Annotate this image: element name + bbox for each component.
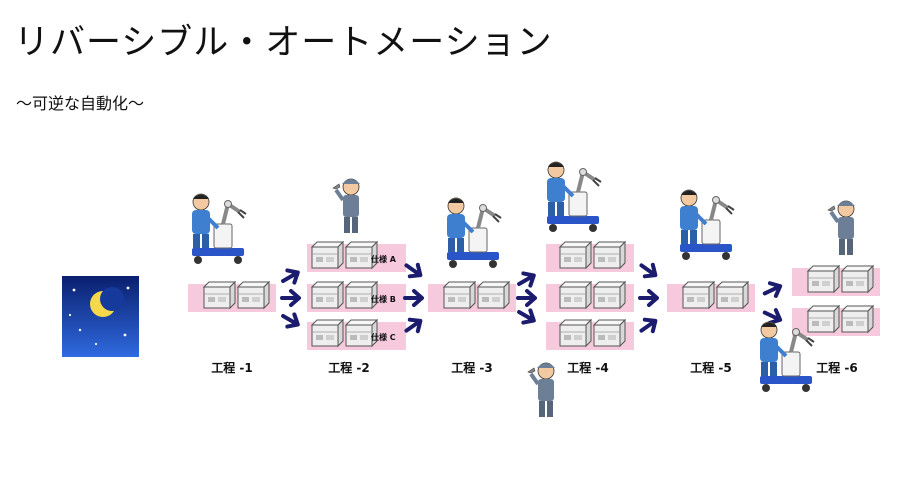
worker-with-wrench-icon bbox=[826, 199, 857, 257]
stage-label-6: 工程 -6 bbox=[816, 360, 858, 375]
arrow-icon bbox=[635, 313, 662, 339]
arrow-icon bbox=[638, 289, 659, 307]
arrow-icon bbox=[513, 267, 540, 293]
arrow-icon bbox=[277, 264, 304, 290]
arrow-icon bbox=[277, 307, 304, 333]
stage-label-3: 工程 -3 bbox=[451, 360, 493, 375]
arrow-icon bbox=[759, 277, 786, 302]
page-subtitle: 〜可逆な自動化〜 bbox=[16, 94, 145, 113]
variant-label-b: 仕様 B bbox=[370, 294, 396, 304]
arrow-icon bbox=[280, 289, 301, 307]
stage-label-1: 工程 -1 bbox=[211, 360, 253, 375]
stage-3 bbox=[428, 196, 516, 312]
arrow-icon bbox=[403, 289, 424, 307]
stage-6 bbox=[758, 199, 880, 394]
stage-5 bbox=[667, 188, 755, 312]
page-title: リバーシブル・オートメーション bbox=[14, 23, 553, 63]
robot-arm-worker-icon bbox=[190, 192, 248, 266]
robot-arm-worker-icon bbox=[445, 196, 503, 270]
night-sky-moon-icon bbox=[62, 276, 139, 357]
worker-with-wrench-icon bbox=[331, 177, 362, 235]
stage-1 bbox=[188, 192, 276, 312]
robot-arm-worker-icon bbox=[545, 160, 603, 234]
stage-2: 仕様 A 仕様 B 仕様 C bbox=[307, 177, 406, 350]
variant-label-c: 仕様 C bbox=[370, 332, 396, 342]
stage-4 bbox=[526, 160, 634, 419]
variant-label-a: 仕様 A bbox=[370, 254, 397, 264]
arrow-icon bbox=[513, 303, 540, 329]
stage-label-2: 工程 -2 bbox=[328, 360, 370, 375]
robot-arm-worker-icon bbox=[678, 188, 736, 262]
worker-with-wrench-icon bbox=[526, 361, 557, 419]
stage-label-4: 工程 -4 bbox=[567, 360, 609, 375]
stage-label-5: 工程 -5 bbox=[690, 360, 732, 375]
arrow-icon bbox=[516, 289, 537, 307]
arrow-icon bbox=[635, 257, 662, 283]
